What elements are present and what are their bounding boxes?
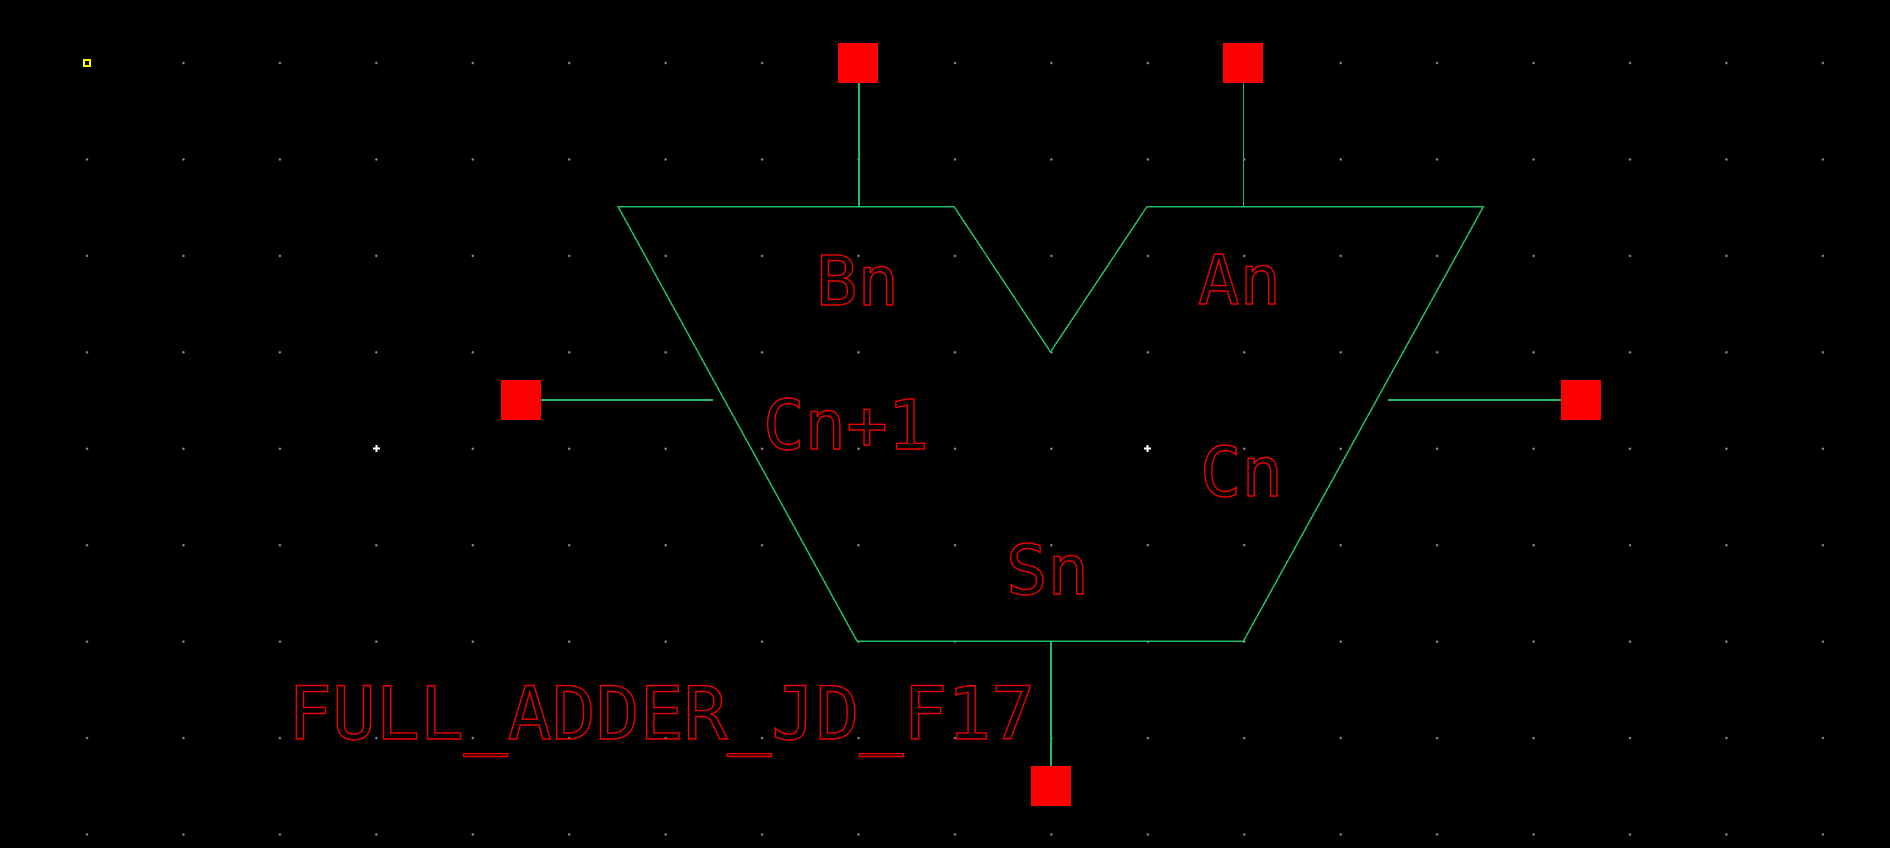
origin-marker-icon [83, 59, 91, 67]
pin-label-an[interactable]: An [1197, 241, 1282, 321]
cell-name-label[interactable]: FULL_ADDER_JD_F17 [287, 672, 1036, 757]
pin-cn-plus-1[interactable] [501, 380, 541, 420]
pin-wire-an[interactable] [1242, 83, 1245, 207]
snap-cross-icon [373, 445, 380, 452]
pin-sn[interactable] [1031, 766, 1071, 806]
pin-cn[interactable] [1561, 380, 1601, 420]
pin-wire-cn[interactable] [1388, 399, 1561, 401]
pin-label-cn[interactable]: Cn [1199, 433, 1284, 513]
pin-an[interactable] [1223, 43, 1263, 83]
pin-wire-cn-plus-1[interactable] [541, 399, 713, 401]
pin-wire-bn[interactable] [858, 83, 860, 207]
pin-wire-sn[interactable] [1050, 641, 1052, 766]
snap-cross-icon [1144, 445, 1151, 452]
pin-label-sn[interactable]: Sn [1005, 531, 1090, 611]
pin-label-bn[interactable]: Bn [815, 242, 900, 322]
pin-bn[interactable] [838, 43, 878, 83]
symbol-body-polygon[interactable] [616, 205, 1485, 642]
pin-label-cn-plus-1[interactable]: Cn+1 [762, 386, 930, 466]
